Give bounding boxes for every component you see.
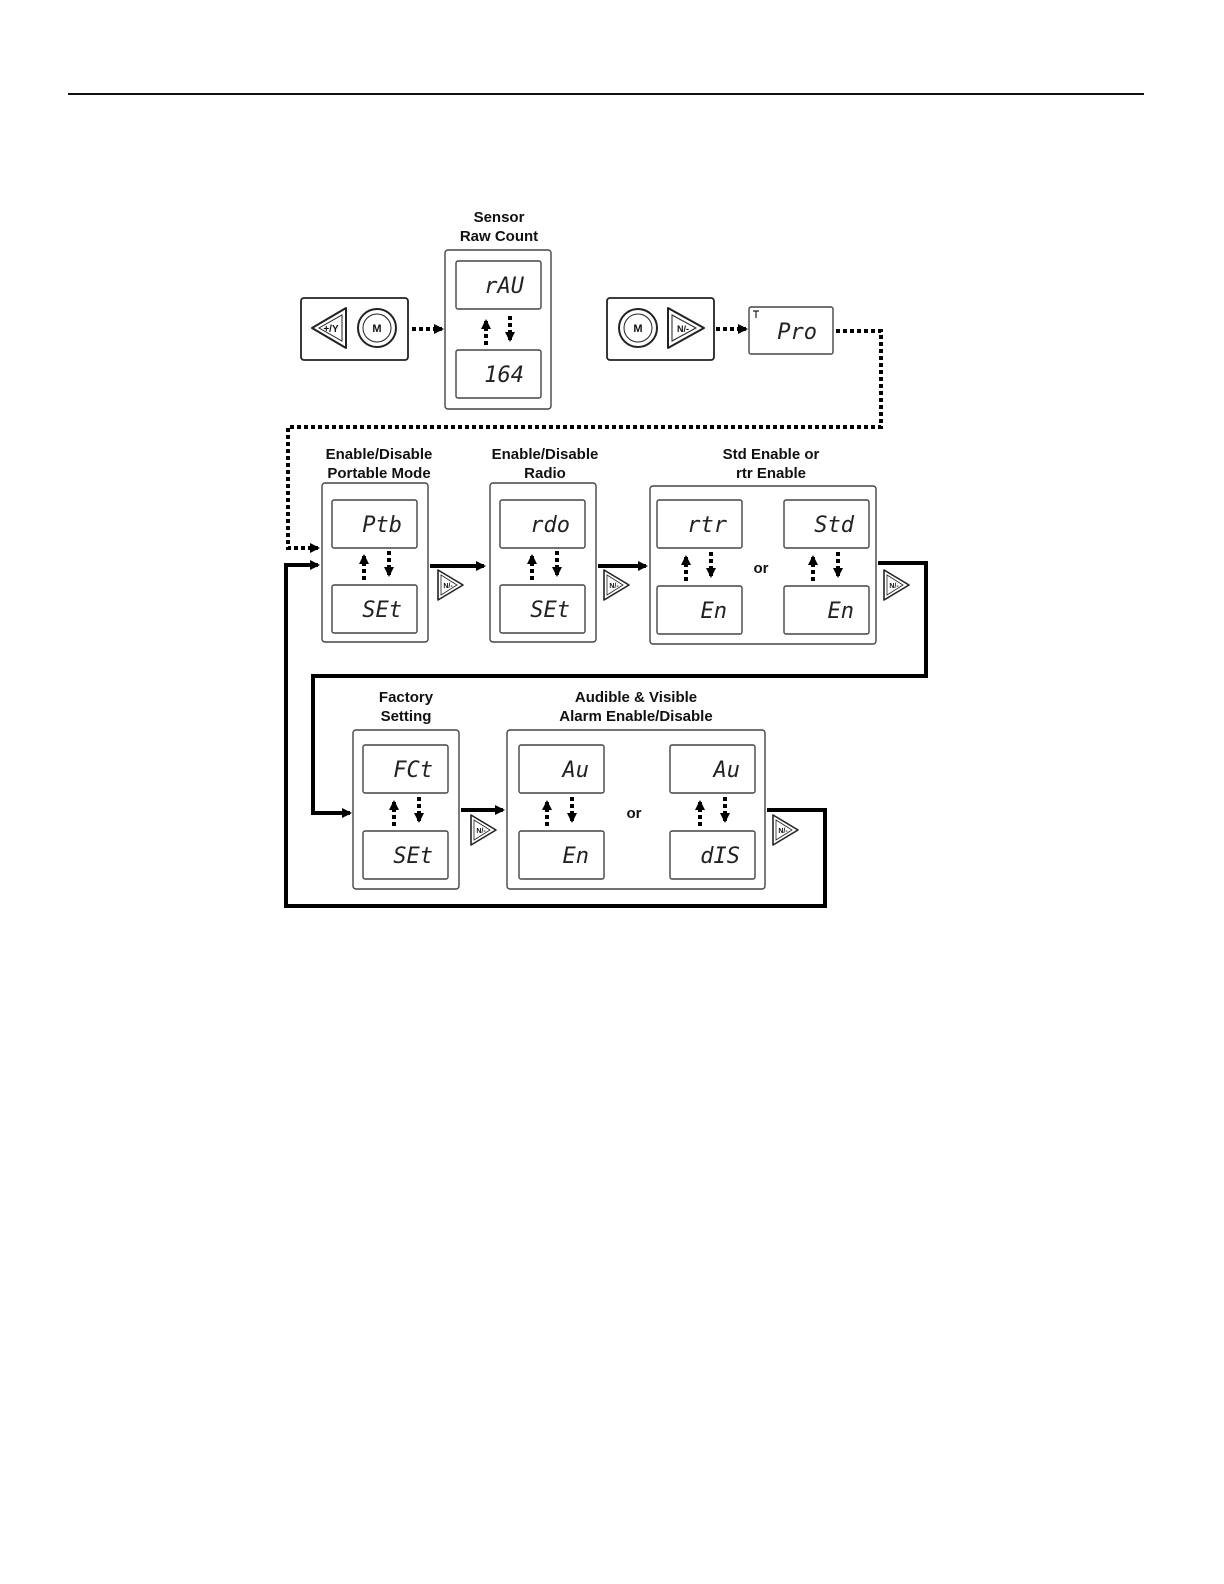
portable-label-line1: Enable/Disable — [326, 446, 433, 463]
lcd-text-std: Std — [814, 513, 854, 538]
portable-label-line2: Portable Mode — [327, 465, 430, 482]
lcd-text-std-en: En — [828, 599, 855, 624]
sensor-raw-count-panel: rAU 164 — [445, 250, 551, 409]
lcd-display — [784, 586, 869, 634]
lcd-text-rdo: rdo — [530, 513, 570, 538]
lcd-text-rtr-en: En — [701, 599, 728, 624]
n-minus-step-icon: N/- — [604, 570, 629, 600]
lcd-display — [519, 831, 604, 879]
n-minus-step-label: N/- — [778, 828, 788, 835]
lcd-text-pro: Pro — [777, 320, 817, 345]
or-label: or — [754, 560, 769, 577]
factory-label-line2: Setting — [381, 708, 432, 725]
or-label: or — [627, 805, 642, 822]
lcd-text-rtr: rtr — [687, 513, 727, 538]
n-minus-step-icon: N/- — [438, 570, 463, 600]
radio-panel: rdo SEt — [490, 483, 596, 642]
n-minus-label: N/- — [677, 324, 689, 334]
lcd-text-fct-set: SEt — [393, 844, 433, 869]
m-button-icon: M — [358, 309, 396, 347]
sensor-label-line1: Sensor — [474, 209, 525, 226]
sensor-label-line2: Raw Count — [460, 228, 538, 245]
lcd-display — [670, 745, 755, 793]
lcd-text-au2: Au — [712, 758, 741, 783]
factory-setting-panel: FCt SEt — [353, 730, 459, 889]
std-label-line1: Std Enable or — [723, 446, 820, 463]
lcd-text-rdo-set: SEt — [530, 598, 570, 623]
std-rtr-panel: rtr En or Std En — [650, 486, 876, 644]
m-button-icon: M — [619, 309, 657, 347]
lcd-text-raw-count: 164 — [484, 363, 524, 388]
factory-label-line1: Factory — [379, 689, 434, 706]
plus-y-label: +/Y — [323, 324, 339, 335]
n-minus-step-icon: N/- — [471, 815, 496, 845]
m-label: M — [633, 323, 642, 335]
n-minus-step-label: N/- — [443, 583, 453, 590]
n-minus-step-label: N/- — [889, 583, 899, 590]
button-group-plus-m: +/Y M — [301, 298, 408, 360]
lcd-text-au1-en: En — [563, 844, 590, 869]
alarm-label-line2: Alarm Enable/Disable — [559, 708, 712, 725]
m-label: M — [372, 323, 381, 335]
radio-label-line1: Enable/Disable — [492, 446, 599, 463]
n-minus-step-label: N/- — [476, 828, 486, 835]
lcd-text-au1: Au — [561, 758, 590, 783]
alarm-panel: Au En or Au dIS — [507, 730, 765, 889]
std-label-line2: rtr Enable — [736, 465, 806, 482]
lcd-text-fct: FCt — [393, 758, 433, 783]
portable-mode-panel: Ptb SEt — [322, 483, 428, 642]
lcd-display — [519, 745, 604, 793]
lcd-display — [657, 586, 742, 634]
lcd-text-raw: rAU — [484, 274, 524, 299]
button-group-m-n: M N/- — [607, 298, 714, 360]
lcd-text-au2-dis: dIS — [700, 844, 740, 869]
n-minus-step-label: N/- — [609, 583, 619, 590]
lcd-text-ptb-set: SEt — [362, 598, 402, 623]
lcd-text-ptb: Ptb — [362, 513, 402, 538]
n-minus-step-icon: N/- — [773, 815, 798, 845]
radio-label-line2: Radio — [524, 465, 566, 482]
n-minus-step-icon: N/- — [884, 570, 909, 600]
alarm-label-line1: Audible & Visible — [575, 689, 697, 706]
pro-display: Pro — [749, 307, 833, 354]
